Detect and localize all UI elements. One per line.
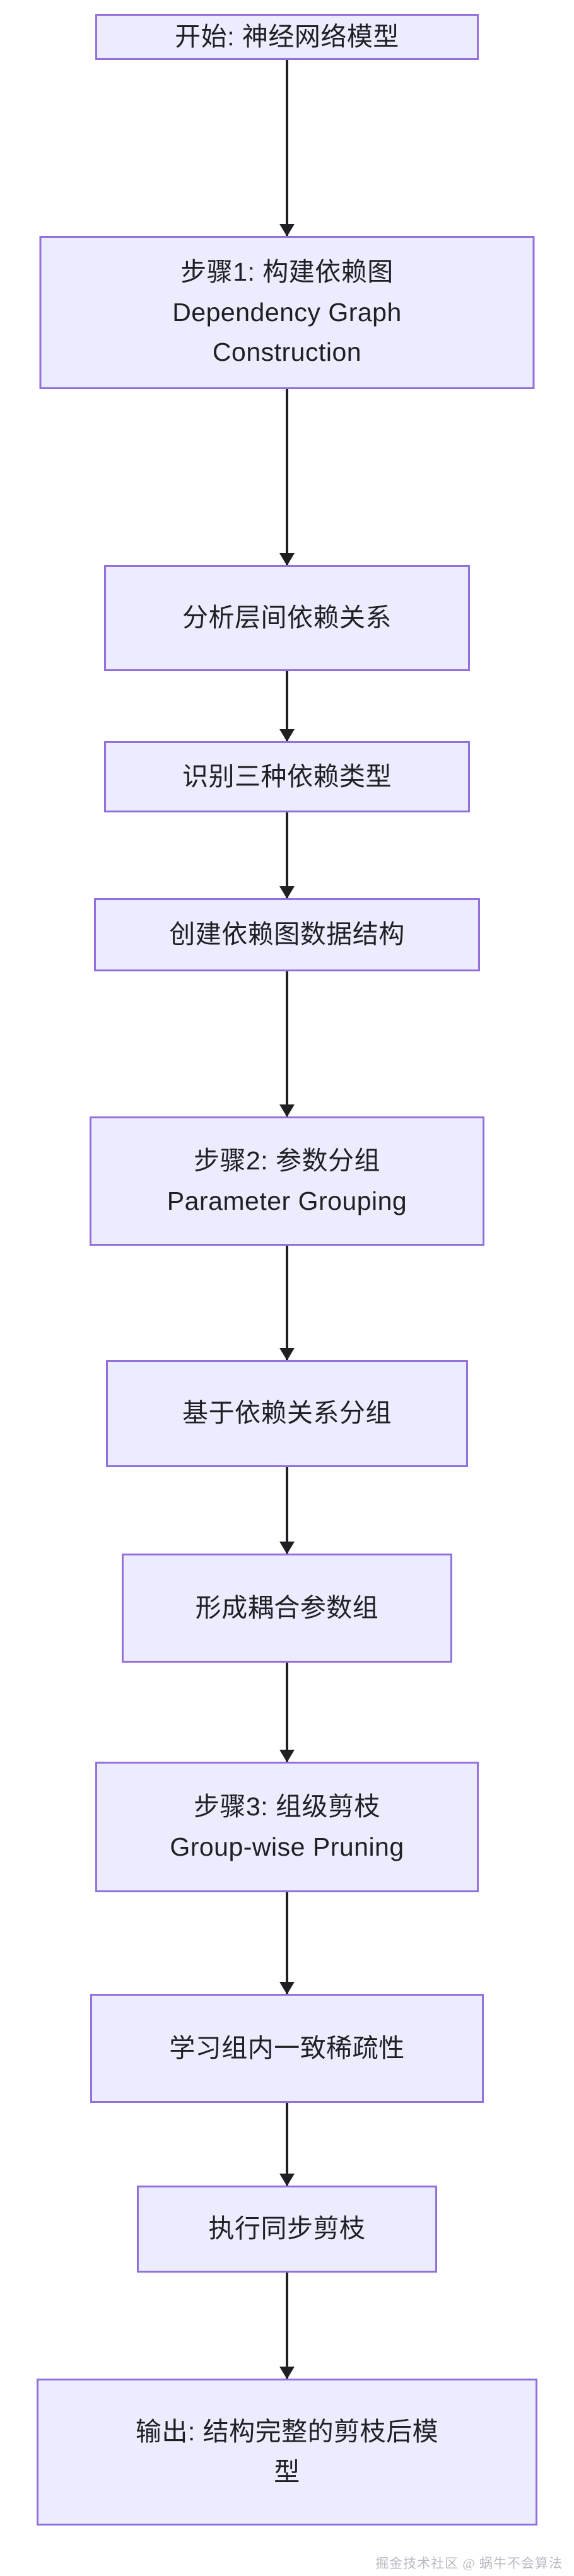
flow-node-identify-dependency-types[interactable]: 识别三种依赖类型 <box>104 741 470 812</box>
flow-node-analyze-layer-dependency[interactable]: 分析层间依赖关系 <box>104 565 470 671</box>
flow-node-step1-line-2: Dependency Graph <box>172 297 402 327</box>
flow-edge-s2b-to-step3 <box>286 1663 288 1762</box>
flow-node-execute-synchronous-pruning-line-1: 执行同步剪枝 <box>208 2214 366 2244</box>
flow-node-group-by-dependency-line-1: 基于依赖关系分组 <box>182 1398 392 1428</box>
flow-edge-step3-to-s3a <box>286 1892 288 1994</box>
flow-node-start-line-1: 开始: 神经网络模型 <box>175 21 399 51</box>
flow-node-step2[interactable]: 步骤2: 参数分组 Parameter Grouping <box>90 1116 484 1246</box>
flow-edge-s2a-to-s2b <box>286 1467 288 1554</box>
flow-edge-s1b-to-s1c <box>286 812 288 898</box>
flow-node-learn-intra-group-sparsity-line-1: 学习组内一致稀疏性 <box>169 2033 405 2063</box>
flow-node-output-line-2: 型 <box>274 2457 300 2486</box>
flow-node-create-dependency-graph-structure-line-1: 创建依赖图数据结构 <box>169 920 405 949</box>
flow-node-step2-line-2: Parameter Grouping <box>167 1186 407 1215</box>
flow-node-step3[interactable]: 步骤3: 组级剪枝 Group-wise Pruning <box>95 1762 479 1892</box>
flow-node-start[interactable]: 开始: 神经网络模型 <box>95 14 479 60</box>
flow-edge-step2-to-s2a <box>286 1246 288 1360</box>
flow-node-step3-line-2: Group-wise Pruning <box>170 1832 404 1861</box>
flow-node-learn-intra-group-sparsity[interactable]: 学习组内一致稀疏性 <box>90 1994 484 2103</box>
flow-edge-step1-to-s1a <box>286 389 288 565</box>
flow-edge-s3a-to-s3b <box>286 2103 288 2186</box>
flow-node-analyze-layer-dependency-line-1: 分析层间依赖关系 <box>182 603 392 633</box>
flow-node-step1-line-1: 步骤1: 构建依赖图 <box>180 257 394 287</box>
flow-node-identify-dependency-types-line-1: 识别三种依赖类型 <box>182 761 392 791</box>
watermark-text: 掘金技术社区 @ 蜗牛不会算法 <box>375 2556 563 2571</box>
flow-edge-s1a-to-s1b <box>286 671 288 741</box>
flow-node-group-by-dependency[interactable]: 基于依赖关系分组 <box>106 1360 468 1467</box>
flow-node-step1[interactable]: 步骤1: 构建依赖图 Dependency Graph Construction <box>39 236 535 389</box>
flow-node-step3-line-1: 步骤3: 组级剪枝 <box>193 1791 381 1821</box>
flow-edge-start-to-step1 <box>286 60 288 236</box>
flow-node-create-dependency-graph-structure[interactable]: 创建依赖图数据结构 <box>94 898 480 971</box>
flow-node-form-coupled-parameter-groups[interactable]: 形成耦合参数组 <box>122 1554 452 1663</box>
flow-node-execute-synchronous-pruning[interactable]: 执行同步剪枝 <box>137 2186 437 2273</box>
flow-node-step2-line-1: 步骤2: 参数分组 <box>193 1145 381 1175</box>
flow-node-form-coupled-parameter-groups-line-1: 形成耦合参数组 <box>195 1593 379 1622</box>
flow-node-output[interactable]: 输出: 结构完整的剪枝后模 型 <box>37 2379 537 2526</box>
flow-edge-s3b-to-output <box>286 2273 288 2379</box>
flow-node-output-line-1: 输出: 结构完整的剪枝后模 <box>135 2416 439 2446</box>
flow-edge-s1c-to-step2 <box>286 971 288 1116</box>
flow-node-step1-line-3: Construction <box>212 337 362 367</box>
